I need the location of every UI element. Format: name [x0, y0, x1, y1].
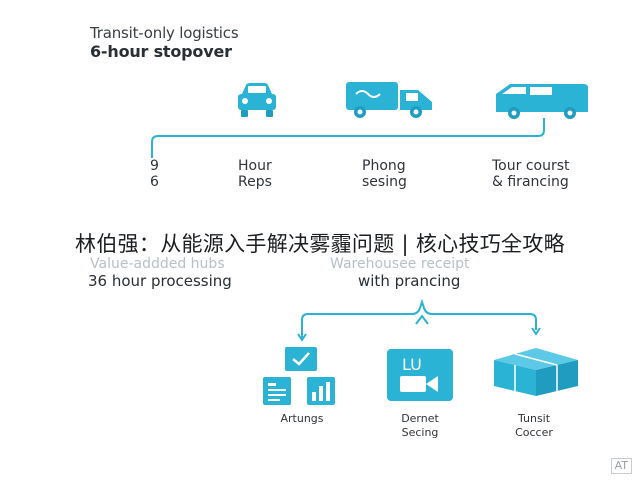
van-icon	[492, 80, 592, 120]
mid-right-faded: Warehousee receipt	[330, 256, 470, 272]
device-text: LU	[402, 355, 422, 374]
document-icon	[262, 376, 292, 406]
car-icon	[234, 80, 280, 120]
delivery-truck-icon	[344, 78, 436, 120]
label-bottom-right: Tunsit Coccer	[515, 412, 553, 439]
diagram-subtitle: 6-hour stopover	[90, 42, 232, 61]
label-bottom-left: Artungs	[280, 412, 324, 425]
label-col1: 9 6	[150, 158, 159, 190]
diagram-title: Transit-only logistics	[90, 24, 239, 42]
label-col3: Phong sesing	[362, 158, 407, 190]
label-col2: Hour Reps	[238, 158, 272, 190]
watermark-badge: AT	[610, 458, 632, 474]
label-col4: Tour courst & firancing	[492, 158, 570, 190]
branch-connector	[297, 298, 541, 342]
mid-left-text: 36 hour processing	[88, 272, 232, 290]
bar-chart-icon	[306, 376, 336, 406]
mid-left-faded: Value-addded hubs	[90, 256, 225, 272]
checkmark-box-icon	[284, 346, 318, 372]
top-connector	[151, 118, 545, 158]
package-box-icon	[490, 346, 582, 398]
mid-right-text: with prancing	[358, 272, 461, 290]
label-bottom-middle: Dernet Secing	[401, 412, 439, 439]
overlay-caption: 林伯强：从能源入手解决雾霾问题 | 核心技巧全攻略	[75, 232, 565, 256]
video-camera-icon: LU	[386, 348, 454, 402]
